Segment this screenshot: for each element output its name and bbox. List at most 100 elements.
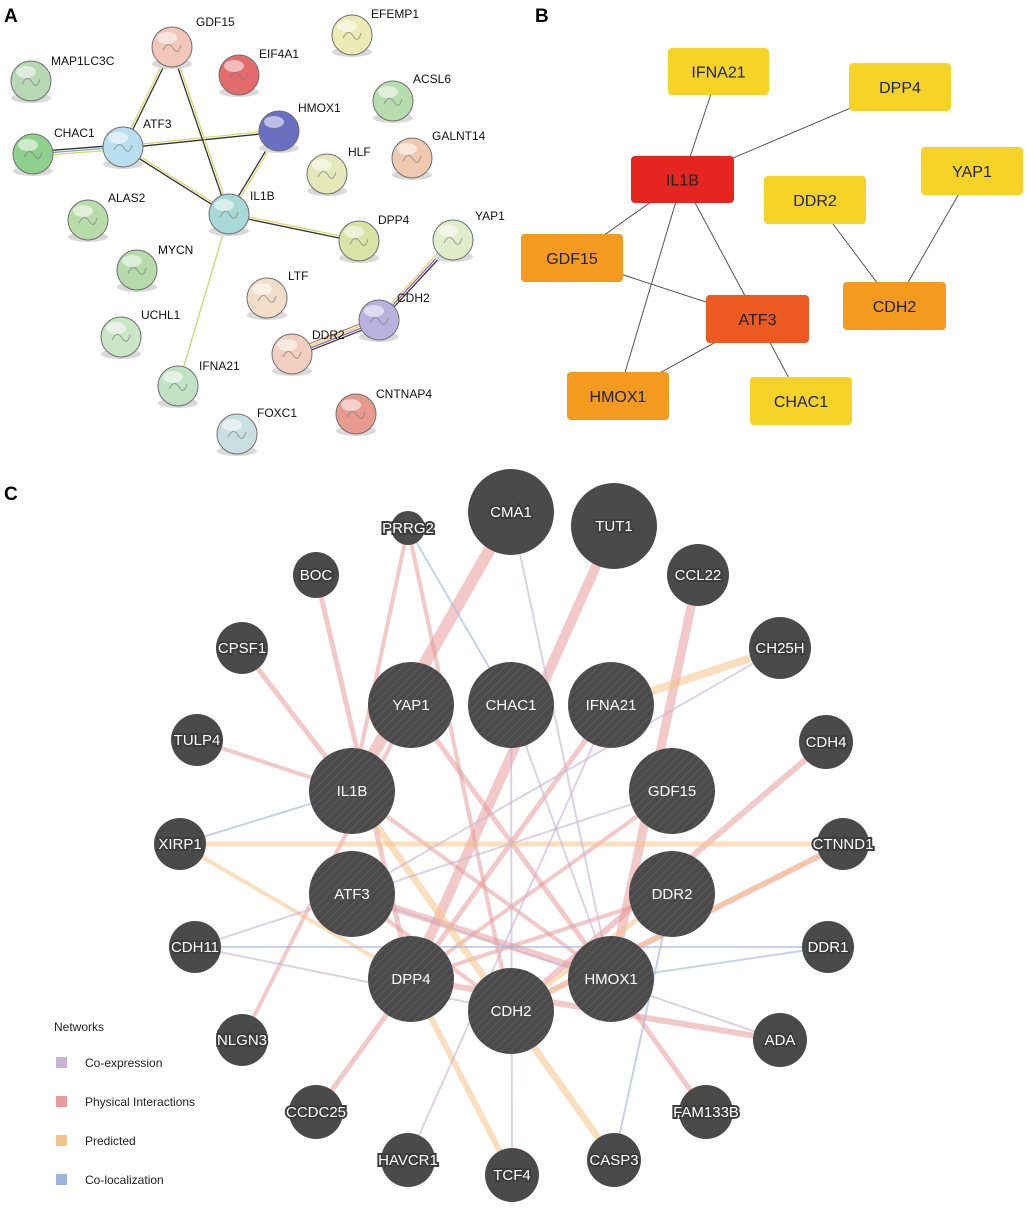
- c-node-casp3[interactable]: CASP3: [587, 1133, 641, 1187]
- c-node-yap1[interactable]: YAP1: [368, 662, 454, 748]
- c-node-ccdc25[interactable]: CCDC25: [284, 1085, 348, 1139]
- a-node-structure: [111, 334, 131, 342]
- c-edge-physical-il1b-prrg2: [350, 526, 410, 793]
- c-node-nlgn3[interactable]: NLGN3: [215, 1014, 269, 1066]
- c-node-xirp1[interactable]: XIRP1: [154, 818, 206, 870]
- a-node-structure: [443, 237, 463, 245]
- a-node-ltf[interactable]: LTF: [246, 269, 308, 320]
- c-node-circle: [154, 818, 206, 870]
- c-node-cdh4[interactable]: CDH4: [799, 715, 853, 769]
- a-node-hlf[interactable]: HLF: [306, 145, 371, 196]
- c-node-ccl22[interactable]: CCL22: [667, 544, 729, 606]
- a-node-label: EFEMP1: [371, 7, 419, 21]
- c-node-label: NLGN3: [217, 1032, 267, 1049]
- c-node-circle: [391, 511, 425, 545]
- c-node-tut1[interactable]: TUT1: [571, 483, 657, 569]
- c-node-ddr1[interactable]: DDR1: [802, 921, 854, 973]
- a-node-efemp1[interactable]: EFEMP1: [331, 7, 419, 57]
- c-edge-predicted-il1b-casp3: [348, 787, 618, 1164]
- a-node-ifna21[interactable]: IFNA21: [157, 359, 240, 408]
- a-node-structure: [227, 431, 247, 439]
- c-node-prrg2[interactable]: PRRG2: [380, 511, 436, 545]
- a-node-galnt14[interactable]: GALNT14: [391, 129, 486, 180]
- a-node-ddr2[interactable]: DDR2: [271, 328, 345, 376]
- a-node-label: CDH2: [397, 291, 430, 305]
- c-node-label: IFNA21: [586, 697, 637, 714]
- a-edge-gdf15-il1b: [172, 46, 231, 214]
- a-node-hmox1[interactable]: HMOX1: [258, 101, 341, 153]
- legend-label-predicted: Predicted: [85, 1134, 136, 1148]
- b-node-yap1[interactable]: YAP1: [921, 147, 1023, 195]
- b-node-dpp4[interactable]: DPP4: [849, 63, 951, 111]
- c-node-label: CDH2: [491, 1003, 532, 1020]
- c-node-tcf4[interactable]: TCF4: [485, 1148, 539, 1202]
- c-node-havcr1[interactable]: HAVCR1: [376, 1133, 440, 1187]
- c-node-boc[interactable]: BOC: [293, 552, 339, 598]
- c-node-cdh11[interactable]: CDH11: [169, 921, 221, 973]
- legend-item-coexpression: Co-expression: [56, 1056, 162, 1070]
- c-node-ifna21[interactable]: IFNA21: [568, 662, 654, 748]
- c-node-cpsf1[interactable]: CPSF1: [216, 622, 268, 674]
- a-node-alas2[interactable]: ALAS2: [67, 191, 146, 242]
- c-node-label: CCDC25: [286, 1104, 346, 1121]
- c-node-il1b[interactable]: IL1B: [309, 748, 395, 834]
- a-node-dpp4[interactable]: DPP4: [338, 213, 410, 263]
- c-node-gdf15[interactable]: GDF15: [629, 748, 715, 834]
- b-node-ddr2[interactable]: DDR2: [764, 176, 866, 224]
- panel-b-label: B: [535, 6, 549, 27]
- a-node-il1b[interactable]: IL1B: [208, 189, 275, 236]
- c-node-ch25h[interactable]: CH25H: [749, 617, 811, 679]
- a-node-map1lc3c[interactable]: MAP1LC3C: [10, 54, 115, 103]
- b-node-chac1[interactable]: CHAC1: [750, 377, 852, 425]
- a-node-label: FOXC1: [257, 406, 297, 420]
- c-node-chac1[interactable]: CHAC1: [468, 662, 554, 748]
- a-node-uchl1[interactable]: UCHL1: [100, 308, 181, 359]
- c-node-tulp4[interactable]: TULP4: [171, 714, 223, 766]
- b-node-ifna21[interactable]: IFNA21: [668, 48, 769, 95]
- a-node-highlight: [344, 226, 364, 238]
- panel-b-edges: [571, 71, 973, 402]
- a-node-structure: [282, 351, 302, 359]
- c-node-circle: [289, 1085, 343, 1139]
- a-node-gdf15[interactable]: GDF15: [151, 15, 235, 69]
- b-node-hmox1[interactable]: HMOX1: [567, 372, 669, 420]
- a-node-yap1[interactable]: YAP1: [432, 209, 505, 262]
- a-node-mycn[interactable]: MYCN: [116, 243, 193, 292]
- b-node-il1b[interactable]: IL1B: [631, 156, 734, 203]
- a-node-label: CHAC1: [54, 126, 95, 140]
- a-edge-atf3-il1b: [123, 145, 230, 214]
- b-node-gdf15[interactable]: GDF15: [521, 234, 623, 282]
- c-node-ada[interactable]: ADA: [753, 1013, 807, 1067]
- b-node-atf3[interactable]: ATF3: [706, 295, 809, 343]
- c-node-fam133b[interactable]: FAM133B: [671, 1085, 741, 1139]
- a-node-structure: [229, 72, 249, 80]
- a-node-acsl6[interactable]: ACSL6: [372, 72, 451, 123]
- a-node-cntnap4[interactable]: CNTNAP4: [335, 387, 432, 436]
- c-node-circle: [485, 1148, 539, 1202]
- a-node-label: DDR2: [312, 328, 345, 342]
- c-node-cdh2[interactable]: CDH2: [468, 968, 554, 1054]
- a-node-highlight: [312, 159, 332, 171]
- a-node-highlight: [222, 419, 242, 431]
- a-node-eif4a1[interactable]: EIF4A1: [218, 47, 299, 97]
- c-edge-physical-dpp4-tut1: [406, 521, 619, 984]
- c-node-label: TUT1: [595, 518, 633, 535]
- legend-swatch-colocalization: [56, 1174, 67, 1185]
- a-node-foxc1[interactable]: FOXC1: [216, 406, 297, 456]
- a-node-highlight: [122, 255, 142, 267]
- b-node-cdh2[interactable]: CDH2: [843, 282, 946, 330]
- a-node-highlight: [264, 116, 284, 128]
- c-node-hmox1[interactable]: HMOX1: [568, 936, 654, 1022]
- a-node-chac1[interactable]: CHAC1: [12, 126, 95, 176]
- c-node-dpp4[interactable]: DPP4: [368, 936, 454, 1022]
- c-node-cma1[interactable]: CMA1: [468, 469, 554, 555]
- c-node-ctnnd1[interactable]: CTNND1: [811, 818, 875, 870]
- c-node-label: PRRG2: [382, 520, 434, 537]
- a-node-atf3[interactable]: ATF3: [102, 117, 172, 169]
- c-node-atf3[interactable]: ATF3: [309, 851, 395, 937]
- c-node-ddr2[interactable]: DDR2: [629, 851, 715, 937]
- a-node-cdh2[interactable]: CDH2: [358, 291, 430, 342]
- legend-item-colocalization: Co-localization: [56, 1173, 164, 1187]
- a-edge-atf3-hmox1: [123, 131, 280, 149]
